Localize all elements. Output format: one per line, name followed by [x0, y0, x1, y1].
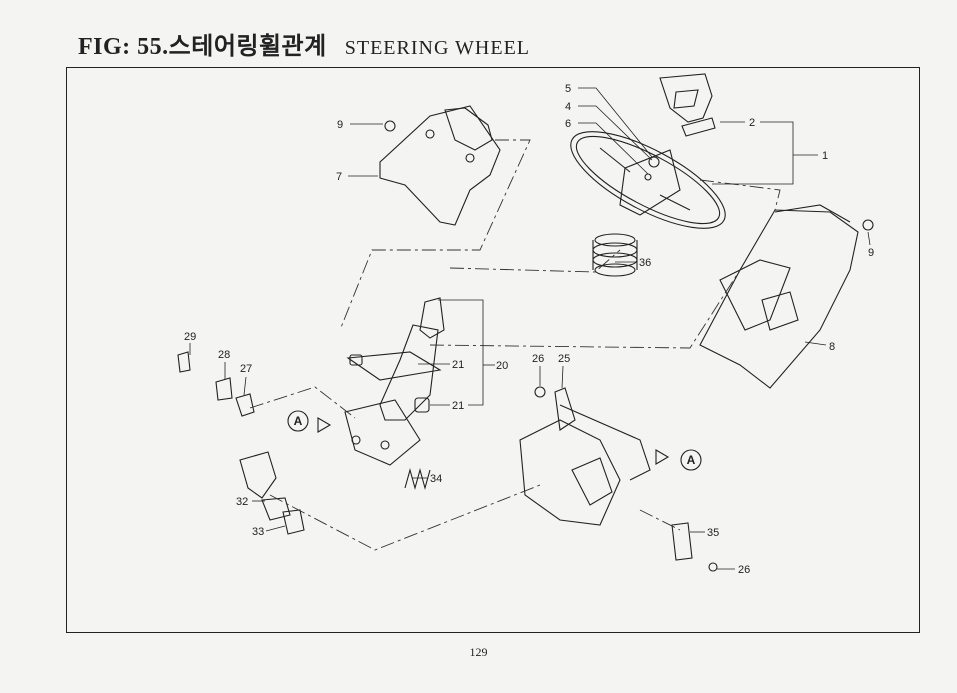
callout-21-lower: 21: [452, 400, 464, 412]
callout-8: 8: [829, 341, 835, 353]
horn-pad: [659, 73, 716, 137]
callout-7: 7: [336, 171, 342, 183]
page-number: 129: [469, 645, 488, 659]
assembly-line: [699, 179, 781, 211]
callout-33: 33: [252, 526, 264, 538]
callout-34: 34: [430, 473, 442, 485]
lower-column-cover: [699, 204, 859, 389]
upper-column-cover: [379, 105, 501, 226]
assembly-line: [429, 269, 741, 349]
callout-20: 20: [496, 360, 508, 372]
callout-6: 6: [565, 118, 571, 130]
assembly-line: [269, 484, 541, 551]
figure-title: FIG: 55.스테어링휠관계 STEERING WHEEL: [78, 26, 530, 61]
callout-32: 32: [236, 496, 248, 508]
callout-36: 36: [639, 257, 651, 269]
callout-4: 4: [565, 101, 571, 113]
assembly-line: [339, 139, 531, 331]
plate-and-bolt: [384, 120, 874, 572]
figure-title-prefix: FIG: 55.스테어링휠관계: [78, 34, 327, 60]
diagram-frame: [66, 67, 920, 633]
callout-1: 1: [822, 150, 828, 162]
reference-marker-a-right: A: [655, 449, 702, 471]
callout-9-upper: 9: [337, 119, 343, 131]
leader-lines: [189, 87, 871, 570]
callout-2: 2: [749, 117, 755, 129]
reference-marker-label: A: [294, 414, 303, 428]
callout-26-upper: 26: [532, 353, 544, 365]
callout-21-upper: 21: [452, 359, 464, 371]
reference-marker-label: A: [687, 453, 696, 467]
callout-27: 27: [240, 363, 252, 375]
callout-26-lower: 26: [738, 564, 750, 576]
callout-29: 29: [184, 331, 196, 343]
callout-35: 35: [707, 527, 719, 539]
figure-title-english: STEERING WHEEL: [344, 37, 531, 59]
steering-wheel: [570, 131, 726, 229]
steering-column: [344, 297, 445, 466]
column-boot: [592, 233, 638, 277]
assembly-line: [249, 386, 356, 419]
callout-9-right: 9: [868, 247, 874, 259]
assembly-line: [639, 509, 681, 531]
return-spring: [404, 467, 431, 491]
callout-25: 25: [558, 353, 570, 365]
pedal-bracket: [519, 387, 651, 526]
callout-5: 5: [565, 83, 571, 95]
assembly-line: [449, 249, 621, 273]
callout-28: 28: [218, 349, 230, 361]
reference-marker-a-left: A: [287, 410, 332, 433]
